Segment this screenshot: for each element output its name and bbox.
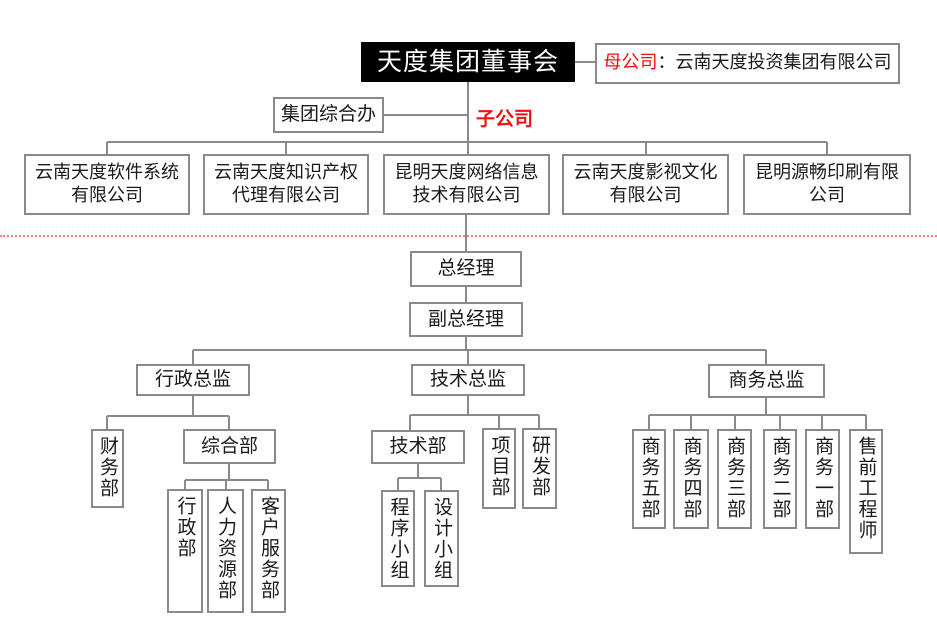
business-dept3-node: 商务三部 <box>717 429 752 529</box>
subsidiary-name-line: 有限公司 <box>71 184 143 206</box>
presales-engineer-node: 售前工程师 <box>849 429 883 554</box>
business-dept5-label: 商务五部 <box>638 436 661 520</box>
business-dept4-label: 商务四部 <box>680 436 703 520</box>
parent-company-prefix: 母公司 <box>603 52 658 74</box>
red-dotted-divider <box>0 235 937 237</box>
business-dept4-node: 商务四部 <box>673 429 709 529</box>
subsidiary-name-line: 云南天度软件系统 <box>35 162 179 183</box>
subsidiary-name-line: 昆明天度网络信息 <box>394 162 539 183</box>
business-dept2-node: 商务二部 <box>763 429 797 529</box>
business-dept1-label: 商务一部 <box>812 436 834 520</box>
presales-engineer-label: 售前工程师 <box>855 436 878 541</box>
business-dept5-node: 商务五部 <box>632 429 666 529</box>
subsidiary-name-line: 技术有限公司 <box>412 184 521 206</box>
subsidiary-label: 子公司 <box>476 108 534 130</box>
finance-dept-node: 财务部 <box>91 429 124 508</box>
subsidiary-name-line: 云南天度影视文化 <box>573 162 718 183</box>
subsidiary-name-line: 代理有限公司 <box>232 184 340 206</box>
general-manager-node: 总经理 <box>410 251 522 287</box>
parent-company-name: ：云南天度投资集团有限公司 <box>657 52 892 74</box>
project-dept-node: 项目部 <box>482 428 516 509</box>
human-resources-dept-label: 人力资源部 <box>215 496 237 601</box>
rnd-dept-node: 研发部 <box>522 428 557 509</box>
subsidiary-name-line: 云南天度知识产权 <box>214 162 358 183</box>
tech-director-node: 技术总监 <box>411 364 525 396</box>
general-office-dept-node: 综合部 <box>183 429 276 464</box>
parent-company-node: 母公司：云南天度投资集团有限公司 <box>595 43 900 84</box>
business-dept2-label: 商务二部 <box>769 436 792 520</box>
admin-director-node: 行政总监 <box>136 364 250 396</box>
customer-service-dept-node: 客户服务部 <box>251 489 286 613</box>
business-director-node: 商务总监 <box>708 364 825 398</box>
subsidiary-node-printing: 昆明源畅印刷有限 公司 <box>743 154 911 215</box>
customer-service-dept-label: 客户服务部 <box>258 496 280 601</box>
administration-dept-node: 行政部 <box>167 489 203 613</box>
rnd-dept-label: 研发部 <box>529 435 551 498</box>
tech-dept-node: 技术部 <box>371 430 465 464</box>
administration-dept-label: 行政部 <box>174 496 197 559</box>
subsidiary-name-line: 有限公司 <box>609 184 682 206</box>
subsidiary-name-line: 公司 <box>809 184 845 206</box>
human-resources-dept-node: 人力资源部 <box>207 489 244 613</box>
design-team-label: 设计小组 <box>431 497 453 581</box>
deputy-general-manager-node: 副总经理 <box>409 302 523 337</box>
board-node: 天度集团董事会 <box>361 42 575 82</box>
finance-dept-label: 财务部 <box>97 436 119 499</box>
business-dept3-label: 商务三部 <box>724 436 746 520</box>
subsidiary-name-line: 昆明源畅印刷有限 <box>755 162 899 183</box>
project-dept-label: 项目部 <box>488 435 511 498</box>
programming-team-node: 程序小组 <box>381 490 415 587</box>
business-dept1-node: 商务一部 <box>805 429 840 529</box>
subsidiary-node-film-culture: 云南天度影视文化 有限公司 <box>562 154 729 215</box>
subsidiary-node-software: 云南天度软件系统 有限公司 <box>24 154 190 215</box>
group-office-node: 集团综合办 <box>273 97 384 133</box>
subsidiary-node-ip-agency: 云南天度知识产权 代理有限公司 <box>203 154 369 215</box>
design-team-node: 设计小组 <box>424 490 459 587</box>
programming-team-label: 程序小组 <box>387 497 410 581</box>
subsidiary-node-network-info: 昆明天度网络信息 技术有限公司 <box>383 154 550 215</box>
